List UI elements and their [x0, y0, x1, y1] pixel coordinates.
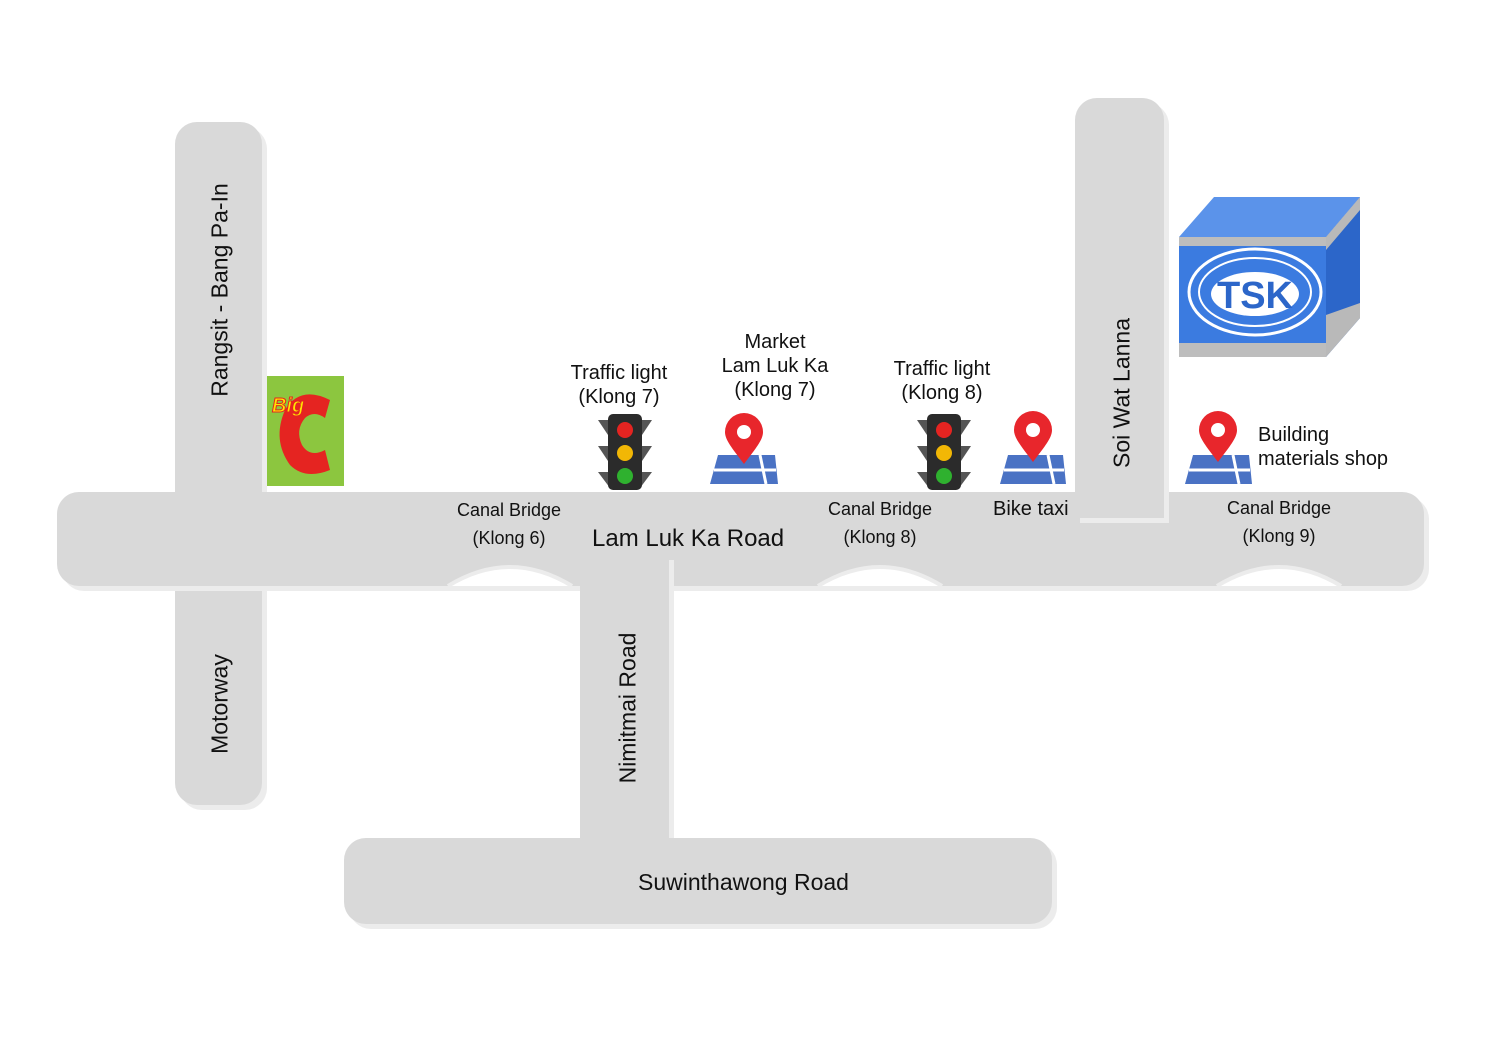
rangsit-bang-pa-in-label: Rangsit - Bang Pa-In — [206, 183, 233, 397]
bridge-label-line2: (Klong 9) — [1242, 525, 1316, 546]
bike-taxi-label: Bike taxi — [993, 498, 1069, 520]
traffic-light-7-line2: (Klong 7) — [578, 386, 660, 408]
bridge-label-line1: Canal Bridge — [456, 500, 562, 520]
traffic-light-icon-klong-8 — [917, 414, 971, 490]
building-shop-line1: Building — [1258, 424, 1330, 446]
motorway-road — [175, 560, 262, 805]
market-line1: Market — [744, 331, 806, 353]
bigc-logo: Big — [267, 376, 344, 486]
bridge-label-line1: Canal Bridge — [1226, 498, 1332, 518]
lam-luk-ka-road-label: Lam Luk Ka Road — [592, 525, 785, 552]
tsk-logo-text: TSK — [1217, 275, 1294, 317]
market-line2: Lam Luk Ka — [721, 355, 829, 377]
rangsit-bang-pa-in-road — [175, 122, 262, 517]
bridge-label-klong-6: Canal Bridge (Klong 6) — [448, 500, 570, 549]
bridge-arch-klong-9 — [1215, 565, 1343, 588]
bridge-label-klong-8: Canal Bridge (Klong 8) — [819, 499, 941, 548]
market-line3: (Klong 7) — [734, 379, 816, 401]
building-shop-label: Building materials shop — [1258, 423, 1388, 471]
traffic-light-8-label: Traffic light (Klong 8) — [877, 357, 1007, 405]
traffic-light-7-line1: Traffic light — [570, 362, 668, 384]
soi-wat-lanna-label: Soi Wat Lanna — [1108, 317, 1135, 469]
soi-wat-lanna-road — [1075, 98, 1164, 518]
traffic-light-icon-klong-7 — [598, 414, 652, 490]
traffic-light-7-label: Traffic light (Klong 7) — [554, 361, 684, 409]
bridge-arch-klong-8 — [816, 565, 944, 588]
location-pin-icon-bike-taxi — [1000, 411, 1066, 485]
location-pin-icon-market — [710, 413, 778, 485]
motorway-label: Motorway — [206, 654, 233, 754]
traffic-light-8-line2: (Klong 8) — [901, 382, 983, 404]
suwinthawong-road — [344, 838, 1052, 924]
bridge-label-line2: (Klong 8) — [843, 526, 917, 547]
bridge-arch-klong-6 — [446, 565, 574, 588]
nimitmai-road — [580, 560, 669, 865]
nimitmai-road-label: Nimitmai Road — [614, 632, 641, 784]
lam-luk-ka-road — [57, 492, 1424, 586]
building-shop-line2: materials shop — [1258, 448, 1389, 470]
bigc-logo-text: Big — [272, 395, 304, 417]
market-label: Market Lam Luk Ka (Klong 7) — [700, 330, 850, 402]
suwinthawong-road-label: Suwinthawong Road — [638, 869, 849, 895]
location-pin-icon-building-shop — [1185, 411, 1252, 485]
bridge-label-klong-9: Canal Bridge (Klong 9) — [1218, 498, 1340, 547]
traffic-light-8-line1: Traffic light — [893, 358, 991, 380]
tsk-building-icon: TSK — [1179, 197, 1360, 357]
bridge-label-line2: (Klong 6) — [472, 527, 546, 548]
bridge-label-line1: Canal Bridge — [827, 499, 933, 519]
